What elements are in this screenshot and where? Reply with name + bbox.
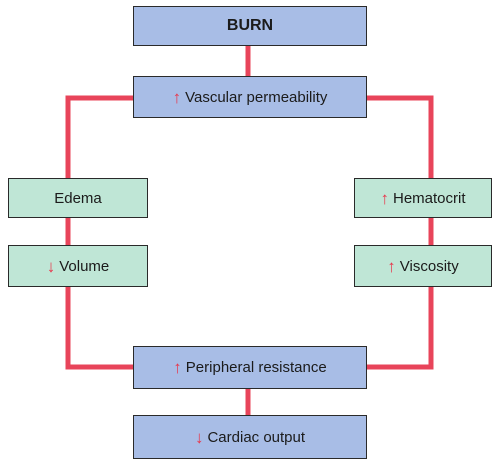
node-viscosity: ↑ Viscosity [354,245,492,287]
node-vascular-permeability-label: Vascular permeability [185,88,328,106]
node-hematocrit-label: Hematocrit [392,189,466,207]
node-volume: ↓ Volume [8,245,148,287]
arrow-up-icon: ↑ [380,188,389,208]
node-viscosity-label: Viscosity [399,257,459,275]
connector-vascular-to-edema [65,95,133,178]
node-edema-label: Edema [54,189,102,207]
node-edema: Edema [8,178,148,218]
arrow-up-icon: ↑ [173,358,182,377]
node-cardiac-output: ↓ Cardiac output [133,415,367,459]
connector-volume-to-peripheral [65,287,133,370]
connector-vascular-to-hematocrit [367,95,434,178]
node-cardiac-output-label: Cardiac output [207,428,306,446]
connector-viscosity-to-peripheral [367,287,434,370]
arrow-up-icon: ↑ [387,256,396,276]
node-hematocrit: ↑ Hematocrit [354,178,492,218]
node-burn-label: BURN [226,17,274,34]
node-vascular-permeability: ↑ Vascular permeability [133,76,367,118]
arrow-down-icon: ↓ [194,427,204,447]
arrow-up-icon: ↑ [172,87,182,107]
node-volume-label: Volume [59,257,110,275]
arrow-down-icon: ↓ [46,256,56,276]
node-peripheral-resistance: ↑ Peripheral resistance [133,346,367,389]
node-burn: BURN [133,6,367,46]
node-peripheral-resistance-label: Peripheral resistance [185,359,327,376]
